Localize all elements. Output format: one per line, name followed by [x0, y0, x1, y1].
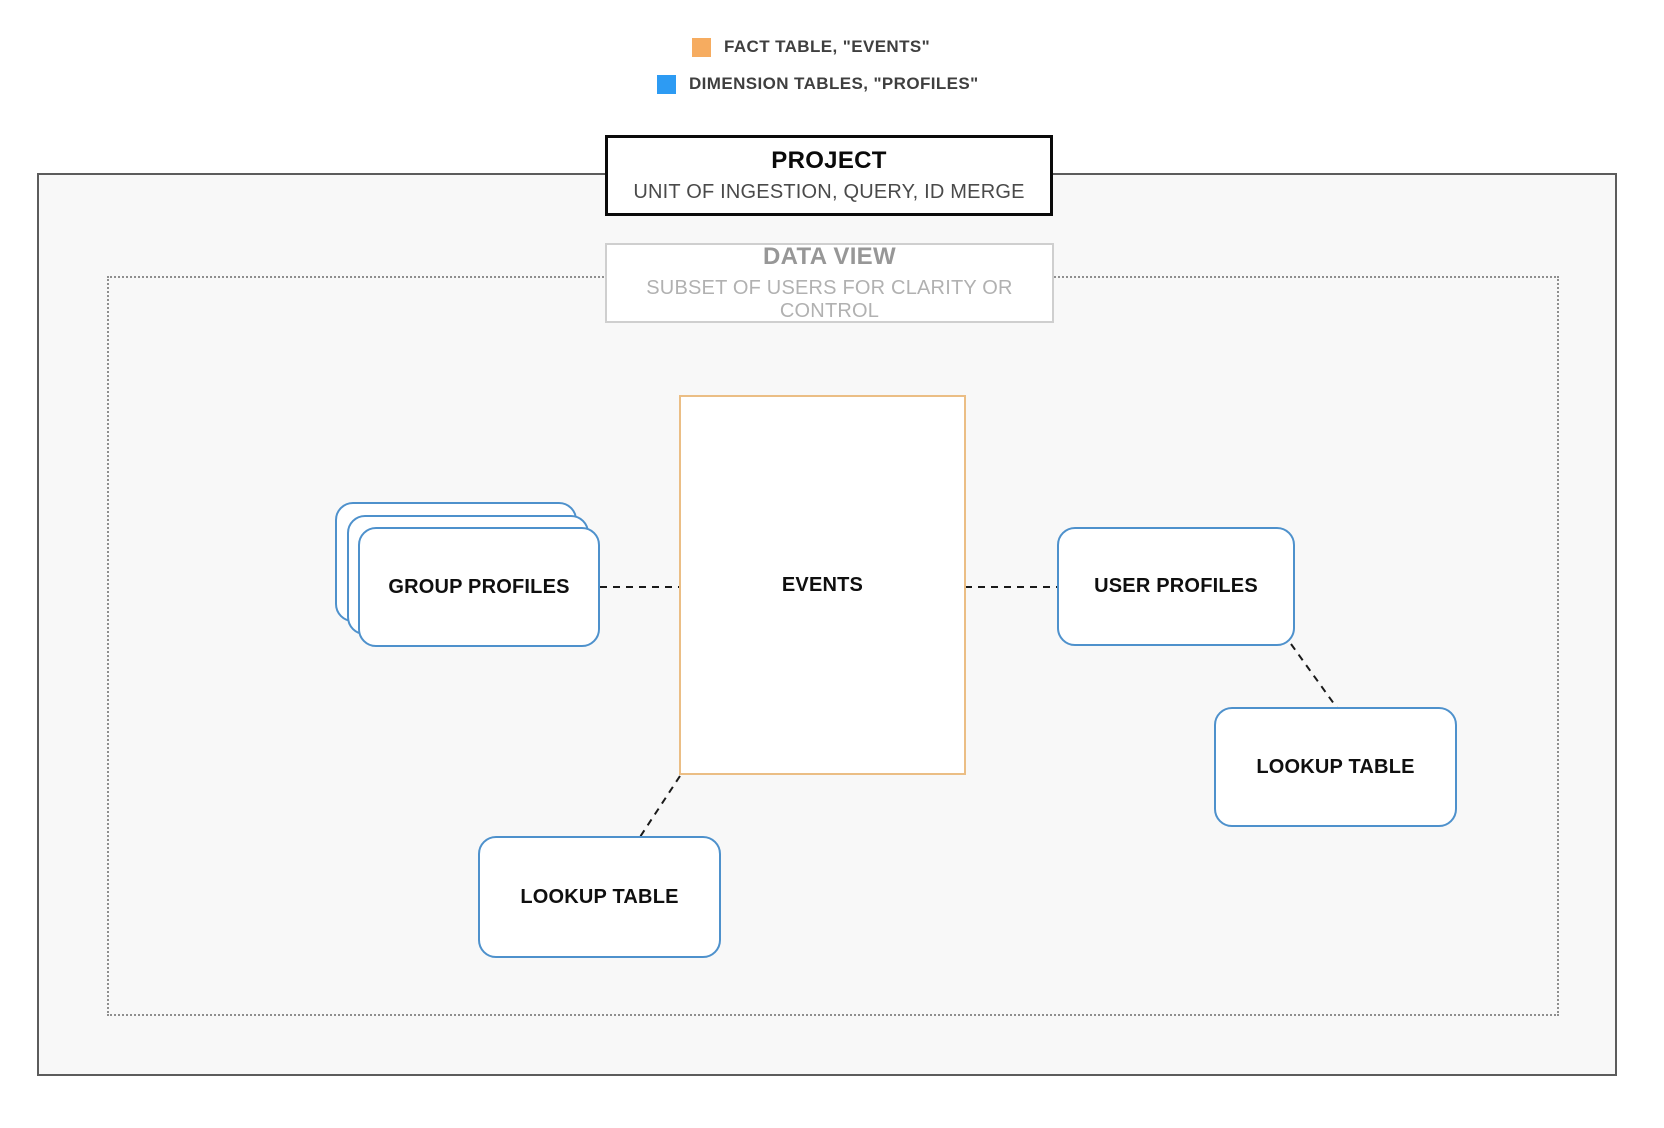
legend-item-label: FACT TABLE, "EVENTS" [724, 37, 931, 56]
dimension-tables-swatch [657, 74, 676, 94]
events-label: EVENTS [781, 573, 864, 596]
data-view-title: DATA VIEW [763, 243, 896, 270]
fact-table-swatch [692, 37, 711, 57]
project-box: PROJECT UNIT OF INGESTION, QUERY, ID MER… [605, 135, 1053, 216]
legend-item-label: DIMENSION TABLES, "PROFILES" [689, 74, 979, 93]
data-view-box: DATA VIEW SUBSET OF USERS FOR CLARITY OR… [605, 243, 1054, 323]
legend-item-dimension-tables: DIMENSION TABLES, "PROFILES" [657, 74, 979, 94]
group-profiles-label: GROUP PROFILES [388, 575, 570, 598]
user-profiles-label: USER PROFILES [1094, 575, 1258, 597]
node-group-profiles: GROUP PROFILES [358, 527, 600, 647]
data-view-subtitle: SUBSET OF USERS FOR CLARITY OR CONTROL [646, 277, 1013, 322]
legend-item-fact-table: FACT TABLE, "EVENTS" [692, 37, 930, 57]
node-lookup-table-right: LOOKUP TABLE [1214, 707, 1457, 827]
node-events: EVENTS [679, 395, 966, 775]
project-subtitle: UNIT OF INGESTION, QUERY, ID MERGE [633, 181, 1025, 203]
lookup-table-label: LOOKUP TABLE [1256, 755, 1415, 778]
node-user-profiles: USER PROFILES [1057, 527, 1295, 646]
lookup-table-label: LOOKUP TABLE [520, 885, 679, 908]
node-lookup-table-bottom: LOOKUP TABLE [478, 836, 721, 958]
project-title: PROJECT [771, 147, 887, 174]
